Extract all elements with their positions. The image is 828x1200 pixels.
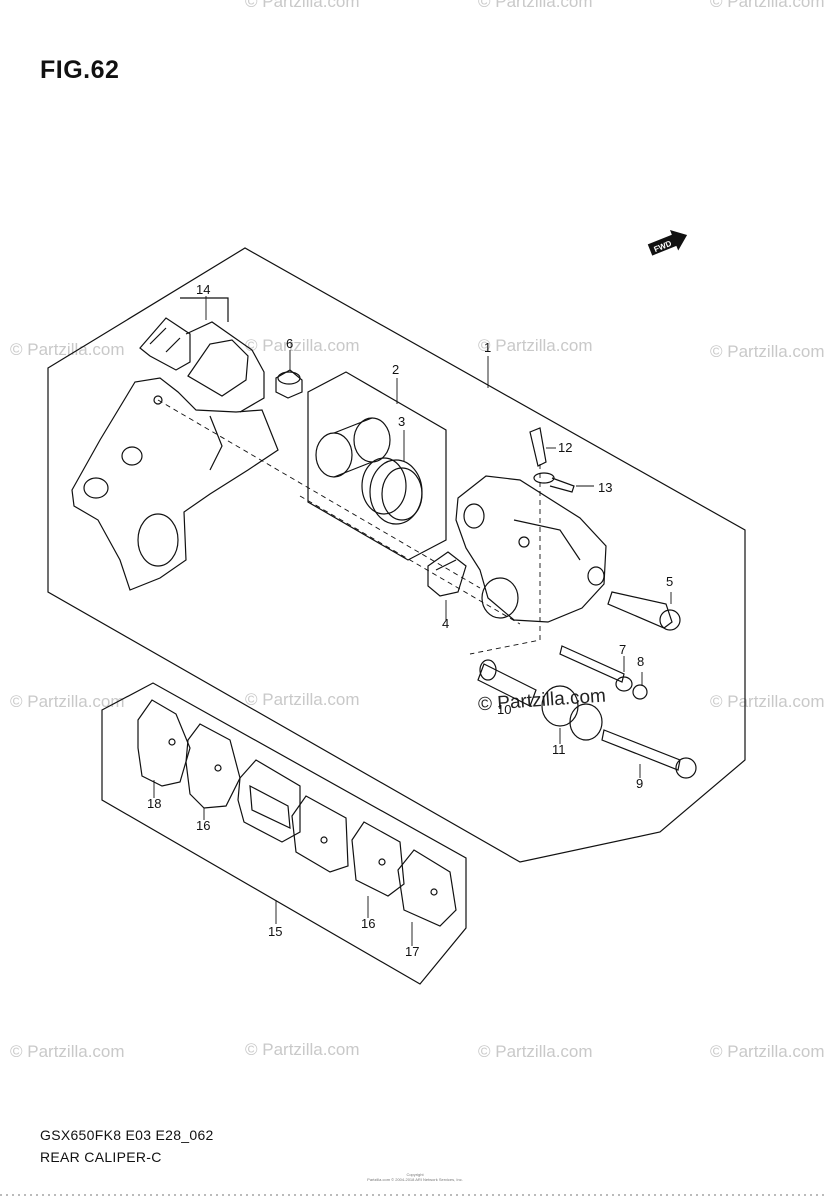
callout-6: 6 [286,336,294,351]
callout-8: 8 [637,654,645,669]
sleeve [477,659,537,707]
watermark: © Partzilla.com [245,1040,360,1059]
callout-4: 4 [442,616,450,631]
watermark: © Partzilla.com [245,0,360,11]
model-code: GSX650FK8 E03 E28_062 [40,1127,214,1143]
caliper-body [455,475,607,623]
assembly-outline [47,247,746,863]
callout-17: 17 [405,944,420,959]
callout-14: 14 [196,282,211,297]
bracket-clip [139,317,191,371]
callout-11: 11 [552,742,566,757]
callout-18: 18 [147,796,162,811]
plug [615,676,648,700]
callout-16: 16 [361,916,376,931]
bolt [601,729,697,779]
bottom-border [0,1194,828,1196]
callout-7: 7 [619,642,627,657]
pad-kit-box [101,682,467,985]
callout-15: 15 [268,924,283,939]
caliper-bracket [71,321,279,591]
watermark: © Partzilla.com [478,336,593,355]
fwd-arrow-icon: FWD [647,230,688,256]
center-line [469,464,541,655]
bleeder-cap [533,472,575,493]
watermark: © Partzilla.com [10,1042,125,1061]
watermark: © Partzilla.com [710,692,825,711]
piston [315,417,391,478]
watermark: © Partzilla.com [710,1042,825,1061]
watermark: © Partzilla.com [10,692,125,711]
center-line [157,399,481,589]
watermark: © Partzilla.com [710,0,825,11]
callout-3: 3 [398,414,406,429]
pin-bolt [607,591,681,631]
piston-box [307,371,447,561]
watermark: © Partzilla.com [710,342,825,361]
callout-9: 9 [636,776,644,791]
bleeder-valve [529,427,547,467]
watermark: © Partzilla.com [245,336,360,355]
leader-lines [153,296,672,946]
pad-spring [427,551,467,597]
callout-2: 2 [392,362,400,377]
callout-1: 1 [484,340,492,355]
callout-10: 10 [497,702,512,717]
watermark: © Partzilla.com [478,0,593,11]
center-line [299,495,521,625]
brake-pads [137,699,457,927]
assembly-name: REAR CALIPER-C [40,1149,162,1165]
pin [559,645,625,683]
sleeve-boot [541,685,603,741]
callout-12: 12 [558,440,573,455]
copyright-note: Copyright Partzilla.com © 2004-2018 ARI … [367,1172,463,1182]
watermark: © Partzilla.com [478,1042,593,1061]
fwd-label: FWD [653,239,673,254]
callout-13: 13 [598,480,613,495]
seals [361,457,423,525]
watermark: © Partzilla.com [245,690,360,709]
callout-5: 5 [666,574,674,589]
callout-16: 16 [196,818,211,833]
bracket-group-box [180,297,229,322]
watermark: © Partzilla.com [10,340,125,359]
figure-title: FIG.62 [40,56,120,84]
boot [275,369,303,399]
